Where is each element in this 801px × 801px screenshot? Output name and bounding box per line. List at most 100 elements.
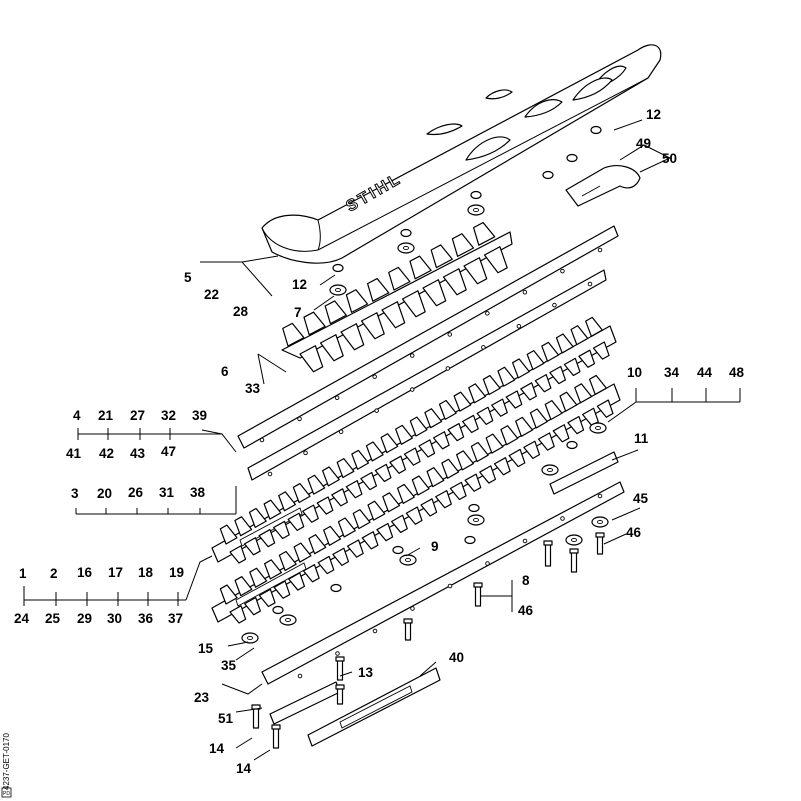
drawing-mark: PD [1, 787, 12, 798]
rivet-hole [522, 289, 528, 295]
callout-41: 41 [66, 446, 82, 461]
rivet-hole [560, 268, 565, 274]
cutter-tooth [574, 383, 593, 404]
cutter-tooth [420, 498, 438, 517]
cutter-tooth [391, 514, 408, 534]
rivet-hole [516, 323, 522, 329]
cutter-tooth [464, 473, 482, 492]
cutter-tooth [278, 491, 297, 512]
rivet-hole [481, 345, 486, 350]
cutter-tooth [541, 341, 560, 362]
rivet-hole [560, 516, 565, 521]
callout-2: 2 [50, 566, 58, 581]
cutter-tooth [555, 333, 574, 354]
cutter-tooth [409, 416, 428, 437]
blade-tooth [409, 255, 432, 280]
cutter-tooth [351, 449, 370, 470]
cutter-tooth [346, 539, 364, 558]
cutter-tooth [523, 440, 541, 459]
cutter-tooth [470, 441, 489, 463]
callout-35: 35 [221, 658, 237, 673]
callout-50: 50 [662, 151, 677, 166]
cutter-tooth [382, 492, 401, 513]
blade-tooth [340, 323, 365, 351]
cutter-tooth [491, 398, 508, 417]
cutter-tooth [360, 471, 378, 491]
callout-27: 27 [130, 408, 145, 423]
callout-25: 25 [45, 611, 61, 626]
screw [336, 687, 344, 705]
callout-31: 31 [159, 485, 175, 500]
blade-tooth [303, 311, 326, 336]
callout-32: 32 [161, 408, 176, 423]
blade-tooth [430, 244, 453, 269]
cutter-tooth [424, 408, 443, 429]
cutter-tooth [441, 458, 460, 479]
callout-3: 3 [71, 486, 79, 501]
rivet-hole [372, 628, 378, 634]
cutter-tooth [418, 439, 436, 458]
cutter-tooth [520, 382, 537, 401]
cutter-tooth [485, 433, 504, 454]
cutter-tooth [316, 496, 334, 515]
cutter-tooth [317, 555, 335, 575]
cutter-tooth [468, 383, 487, 404]
nut [400, 228, 412, 238]
callout-6: 6 [221, 364, 229, 379]
drawing-code: 4237-GET-0170 [2, 733, 11, 790]
cutter-tooth [476, 406, 494, 425]
screw [272, 727, 280, 749]
cutter-tooth [248, 507, 267, 528]
callout-4: 4 [73, 408, 81, 423]
callout-12: 12 [646, 107, 661, 122]
cutter-tooth [559, 391, 578, 412]
cutter-tooth [529, 408, 548, 429]
cutter-tooth [432, 431, 450, 450]
nut [330, 583, 342, 593]
callout-14: 14 [209, 741, 225, 756]
callout-20: 20 [97, 486, 112, 501]
cutter-tooth [302, 504, 319, 523]
callout-26: 26 [128, 485, 144, 500]
callout-9: 9 [431, 539, 439, 554]
cutter-tooth [234, 516, 253, 537]
cutter-tooth [361, 531, 379, 550]
cutter-tooth [376, 522, 394, 542]
callout-5: 5 [184, 270, 192, 285]
blade-tooth [319, 334, 344, 362]
cutter-tooth [258, 528, 276, 548]
callout-33: 33 [245, 381, 261, 396]
cutter-tooth [449, 481, 467, 501]
cutter-tooth [582, 407, 599, 427]
callout-13: 13 [358, 665, 374, 680]
cutter-tooth [592, 341, 610, 360]
callout-12: 12 [292, 277, 307, 292]
callout-44: 44 [697, 365, 713, 380]
callout-23: 23 [194, 690, 210, 705]
cutter-tooth [585, 316, 603, 337]
cutter-tooth [380, 433, 399, 454]
callout-22: 22 [204, 287, 219, 302]
callout-30: 30 [107, 611, 122, 626]
cutter-tooth [588, 374, 607, 395]
callout-48: 48 [729, 365, 745, 380]
callout-24: 24 [14, 611, 30, 626]
leader-lines [23, 119, 741, 761]
callout-51: 51 [218, 711, 234, 726]
guide-bar-long [261, 481, 625, 685]
callout-43: 43 [130, 446, 146, 461]
part-callouts: 12 49 50 5 22 28 12 7 6 33 10 34 44 48 4… [14, 107, 745, 776]
cutter-tooth [365, 441, 384, 462]
cutter-tooth [321, 466, 340, 487]
blade-tooth [463, 257, 488, 285]
slotted-plate-40 [307, 667, 441, 747]
blade-tooth [282, 322, 305, 347]
cutter-tooth [403, 447, 421, 466]
nut [470, 190, 482, 200]
cutter-tooth [500, 425, 519, 446]
cutter-tooth [292, 482, 311, 504]
cutter-tooth [389, 455, 407, 474]
callout-14: 14 [236, 761, 252, 776]
rivet-hole [522, 538, 528, 544]
